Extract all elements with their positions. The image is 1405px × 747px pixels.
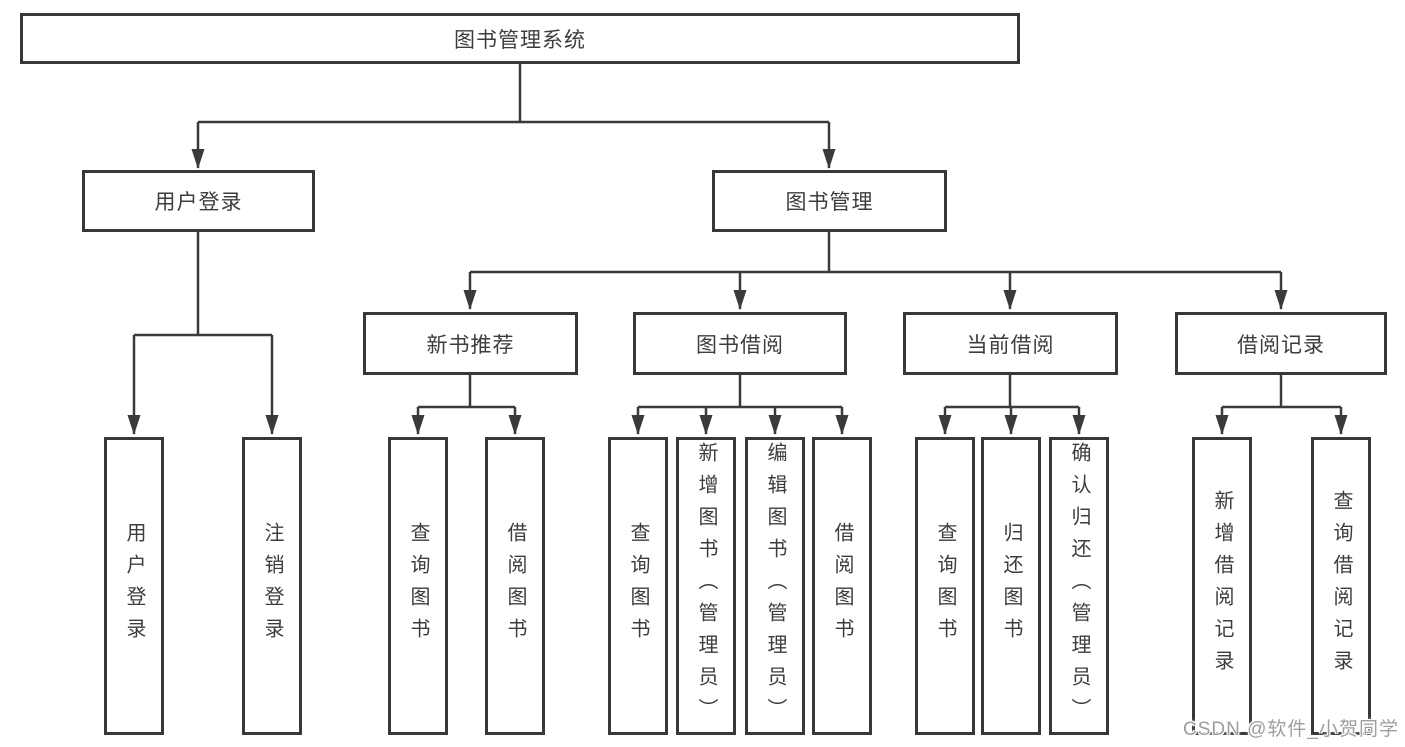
leaf-query-borrow-record: 查询借阅记录: [1311, 437, 1371, 735]
leaf-return-book: 归还图书: [981, 437, 1041, 735]
leaf-add-borrow-record: 新增借阅记录: [1192, 437, 1252, 735]
node-label: 查询图书: [407, 522, 429, 650]
node-label: 新书推荐: [426, 333, 515, 357]
leaf-query-books-1: 查询图书: [388, 437, 448, 735]
node-label: 新增借阅记录: [1211, 490, 1233, 682]
node-current-borrowing: 当前借阅: [903, 312, 1118, 375]
connector-borrow-records-children: [1215, 375, 1348, 435]
node-borrowing-records: 借阅记录: [1175, 312, 1387, 375]
leaf-borrow-books-2: 借阅图书: [812, 437, 872, 735]
leaf-logout: 注销登录: [242, 437, 302, 735]
leaf-query-books-2: 查询图书: [608, 437, 668, 735]
node-label: 编辑图书（管理员）: [764, 442, 786, 730]
connector-new-book-children: [411, 375, 522, 435]
node-label: 归还图书: [1000, 522, 1022, 650]
leaf-add-book-admin: 新增图书（管理员）: [676, 437, 736, 735]
leaf-confirm-return-admin: 确认归还（管理员）: [1049, 437, 1109, 735]
node-label: 当前借阅: [966, 333, 1055, 357]
node-book-borrowing: 图书借阅: [633, 312, 847, 375]
node-book-management: 图书管理: [712, 170, 947, 232]
connector-user-login-children: [127, 232, 279, 435]
node-label: 查询图书: [934, 522, 956, 650]
connector-current-borrow-children: [938, 375, 1086, 435]
node-label: 用户登录: [123, 522, 145, 650]
node-label: 借阅图书: [504, 522, 526, 650]
node-label: 借阅记录: [1237, 333, 1325, 357]
connector-book-mgmt-children: [463, 232, 1288, 310]
node-label: 新增图书（管理员）: [695, 442, 717, 730]
csdn-watermark: CSDN @软件_小贺同学: [1183, 719, 1399, 740]
leaf-borrow-books-1: 借阅图书: [485, 437, 545, 735]
node-label: 借阅图书: [831, 522, 853, 650]
node-label: 查询借阅记录: [1330, 490, 1352, 682]
connector-root-to-level2: [191, 64, 836, 169]
node-label: 图书借阅: [696, 333, 784, 357]
node-library-management-system: 图书管理系统: [20, 13, 1020, 64]
node-label: 用户登录: [154, 191, 243, 214]
leaf-query-books-3: 查询图书: [915, 437, 975, 735]
connector-book-borrow-children: [631, 375, 849, 435]
leaf-edit-book-admin: 编辑图书（管理员）: [745, 437, 805, 735]
node-label: 图书管理系统: [454, 28, 586, 52]
node-label: 确认归还（管理员）: [1068, 442, 1090, 730]
node-label: 注销登录: [261, 522, 283, 650]
node-label: 图书管理: [785, 191, 874, 214]
node-user-login: 用户登录: [82, 170, 315, 232]
node-new-book-recommend: 新书推荐: [363, 312, 578, 375]
node-label: 查询图书: [627, 522, 649, 650]
leaf-user-login: 用户登录: [104, 437, 164, 735]
